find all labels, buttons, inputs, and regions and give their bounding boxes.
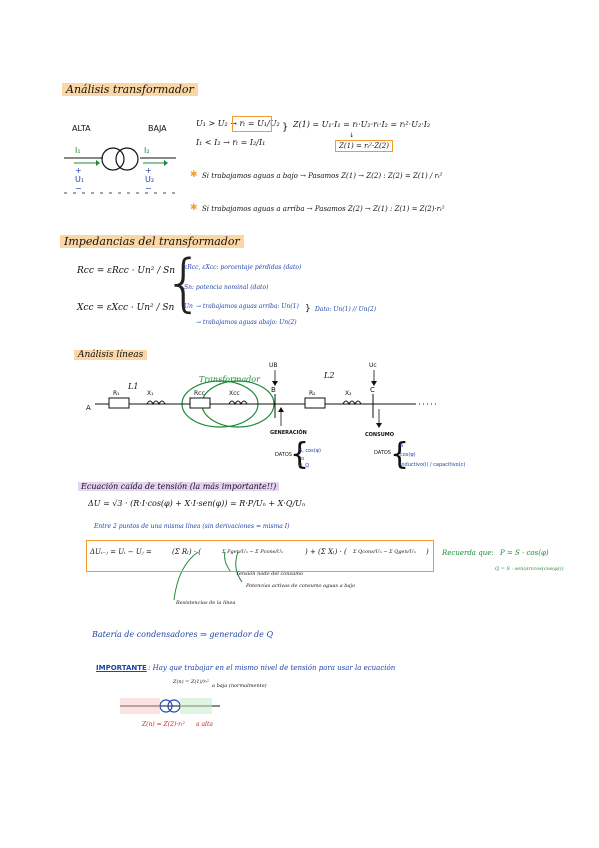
label-x1: X₁ <box>147 390 154 397</box>
datos-cons-a: S <box>400 443 404 449</box>
voltage-ub: UB <box>269 362 278 369</box>
condition-voltage: U₁ > U₂ → rₜ = U₁/U₂ <box>196 119 280 128</box>
brace-datos-gen: { <box>290 437 310 472</box>
minus-sign-2: − <box>145 184 152 193</box>
datos-gen-c: P, Q <box>299 463 310 469</box>
plus-sign-1: + <box>75 166 82 175</box>
important-zn-baja: Z(n) = Z(1)/rₜ² <box>173 679 209 685</box>
brace-1: } <box>282 122 289 133</box>
xcc-formula: Xcc = εXcc · Un² / Sn <box>77 303 175 313</box>
node-b: B <box>271 386 276 394</box>
label-consumo: CONSUMO <box>365 432 394 438</box>
main-eq-close: ) <box>426 548 429 556</box>
important-text: : Hay que trabajar en el mismo nivel de … <box>148 664 396 672</box>
section-title-voltage-drop: Ecuación caída de tensión (la más import… <box>78 482 280 491</box>
section-title-impedances: Impedancias del transformador <box>60 235 244 248</box>
down-arrow-z: ↓ <box>349 132 355 139</box>
rule-down: Si trabajamos aguas a bajo → Pasamos Z(1… <box>202 172 443 180</box>
current-i1: I₁ <box>75 146 81 155</box>
voltage-u1: U₁ <box>75 175 85 184</box>
rt-box-highlight <box>232 116 272 132</box>
note-upstream: → trabajamos aguas arriba: Un(1) <box>196 303 299 310</box>
voltage-uc: Uc <box>369 362 377 369</box>
label-r1: R₁ <box>113 390 120 397</box>
main-eq-lhs: ΔUᵢ₋ⱼ = Uᵢ − Uⱼ = <box>90 548 152 556</box>
z-result-box: Z(1) = rₜ²·Z(2) <box>335 140 393 152</box>
recuerda-label: Recuerda que: <box>442 549 494 557</box>
note-un: Un <box>184 303 193 310</box>
note-downstream: → trabajamos aguas abajo: Un(2) <box>196 319 297 326</box>
annotation-line-resistances: Resistencias de la línea <box>176 600 236 606</box>
label-rcc: Rcc <box>194 390 205 397</box>
bullet-2: ✱ <box>190 203 198 213</box>
section-title-lines: Análisis líneas <box>74 350 148 360</box>
datos-gen-label: DATOS <box>275 452 292 458</box>
brace-datos-cons: { <box>390 437 410 472</box>
note-percent-losses: εRcc, εXcc: porcentaje pérdidas (dato) <box>184 264 302 271</box>
voltage-drop-eq1: ΔU = √3 · (R·I·cos(φ) + X·I·sen(φ)) = R·… <box>88 499 306 508</box>
between-points-note: Entre 2 puntos de una misma línea (sin d… <box>94 523 290 530</box>
main-eq-plus: ) + (Σ Xₗ) · ( <box>305 548 347 556</box>
important-label: IMPORTANTE <box>96 664 147 672</box>
important-baja-text: a baja (normalmente) <box>212 683 267 689</box>
plus-sign-2: + <box>145 166 152 175</box>
q-formula: Q = S · sen(arccos(cos(φ))) <box>495 566 564 572</box>
datos-cons-c: inductivo(i) / capacitivo(c) <box>400 462 466 468</box>
battery-note: Batería de condensadores ⇒ generador de … <box>92 630 274 639</box>
main-eq-sum-r: (Σ Rₗ) · ( <box>172 548 202 556</box>
label-alta: ALTA <box>72 124 91 133</box>
label-l1: L1 <box>128 382 139 391</box>
important-zn-alta: Z(n) = Z(2)·rₜ² <box>142 721 185 728</box>
label-l2: L2 <box>324 371 335 380</box>
datos-cons-b: cos(φ) <box>400 452 416 458</box>
minus-sign-1: − <box>75 184 82 193</box>
label-generacion: GENERACIÓN <box>270 430 307 436</box>
z-equation: Z(1) = U₁·I₁ = rₜ·U₂·rₜ·I₂ = rₜ²·U₂·I₂ <box>293 120 431 129</box>
annotation-node-voltage: Tensión nodo del consumo <box>236 571 304 577</box>
label-transformador: Transformador <box>199 375 260 384</box>
bullet-1: ✱ <box>190 170 198 180</box>
current-i2: I₂ <box>144 146 150 155</box>
important-alta-text: a alta <box>196 721 213 728</box>
node-a: A <box>86 404 91 412</box>
rule-up: Si trabajamos aguas a arriba → Pasamos Z… <box>202 205 445 213</box>
note-dato-un: Dato: Un(1) // Un(2) <box>315 306 377 313</box>
brace-un: } <box>305 304 311 314</box>
label-xcc: Xcc <box>229 390 240 397</box>
label-x2: X₂ <box>345 390 352 397</box>
datos-gen-b: o <box>301 456 305 462</box>
main-eq-frac2: Σ Qcons/Uₙ − Σ Qgen/Uₙ <box>353 549 416 555</box>
condition-current: I₁ < I₂ → rₜ = I₂/I₁ <box>196 138 266 147</box>
label-r2: R₂ <box>309 390 316 397</box>
brace-impedances: { <box>164 246 204 319</box>
node-c: C <box>370 386 375 394</box>
annotation-active-power: Potencias activas de consumo aguas a baj… <box>246 583 356 589</box>
datos-cons-label: DATOS <box>374 450 391 456</box>
note-nominal-power: Sn: potencia nominal (dato) <box>184 284 269 291</box>
datos-gen-a: S, cos(φ) <box>299 448 321 454</box>
main-eq-frac1: Σ Pgen/Uₙ − Σ Pcons/Uₙ <box>222 549 284 555</box>
label-baja: BAJA <box>148 124 167 133</box>
rcc-formula: Rcc = εRcc · Un² / Sn <box>77 266 176 276</box>
p-formula: P = S · cos(φ) <box>500 549 549 557</box>
voltage-u2: U₂ <box>145 175 155 184</box>
section-title-transformer: Análisis transformador <box>62 83 198 96</box>
main-equation-box <box>86 540 434 572</box>
